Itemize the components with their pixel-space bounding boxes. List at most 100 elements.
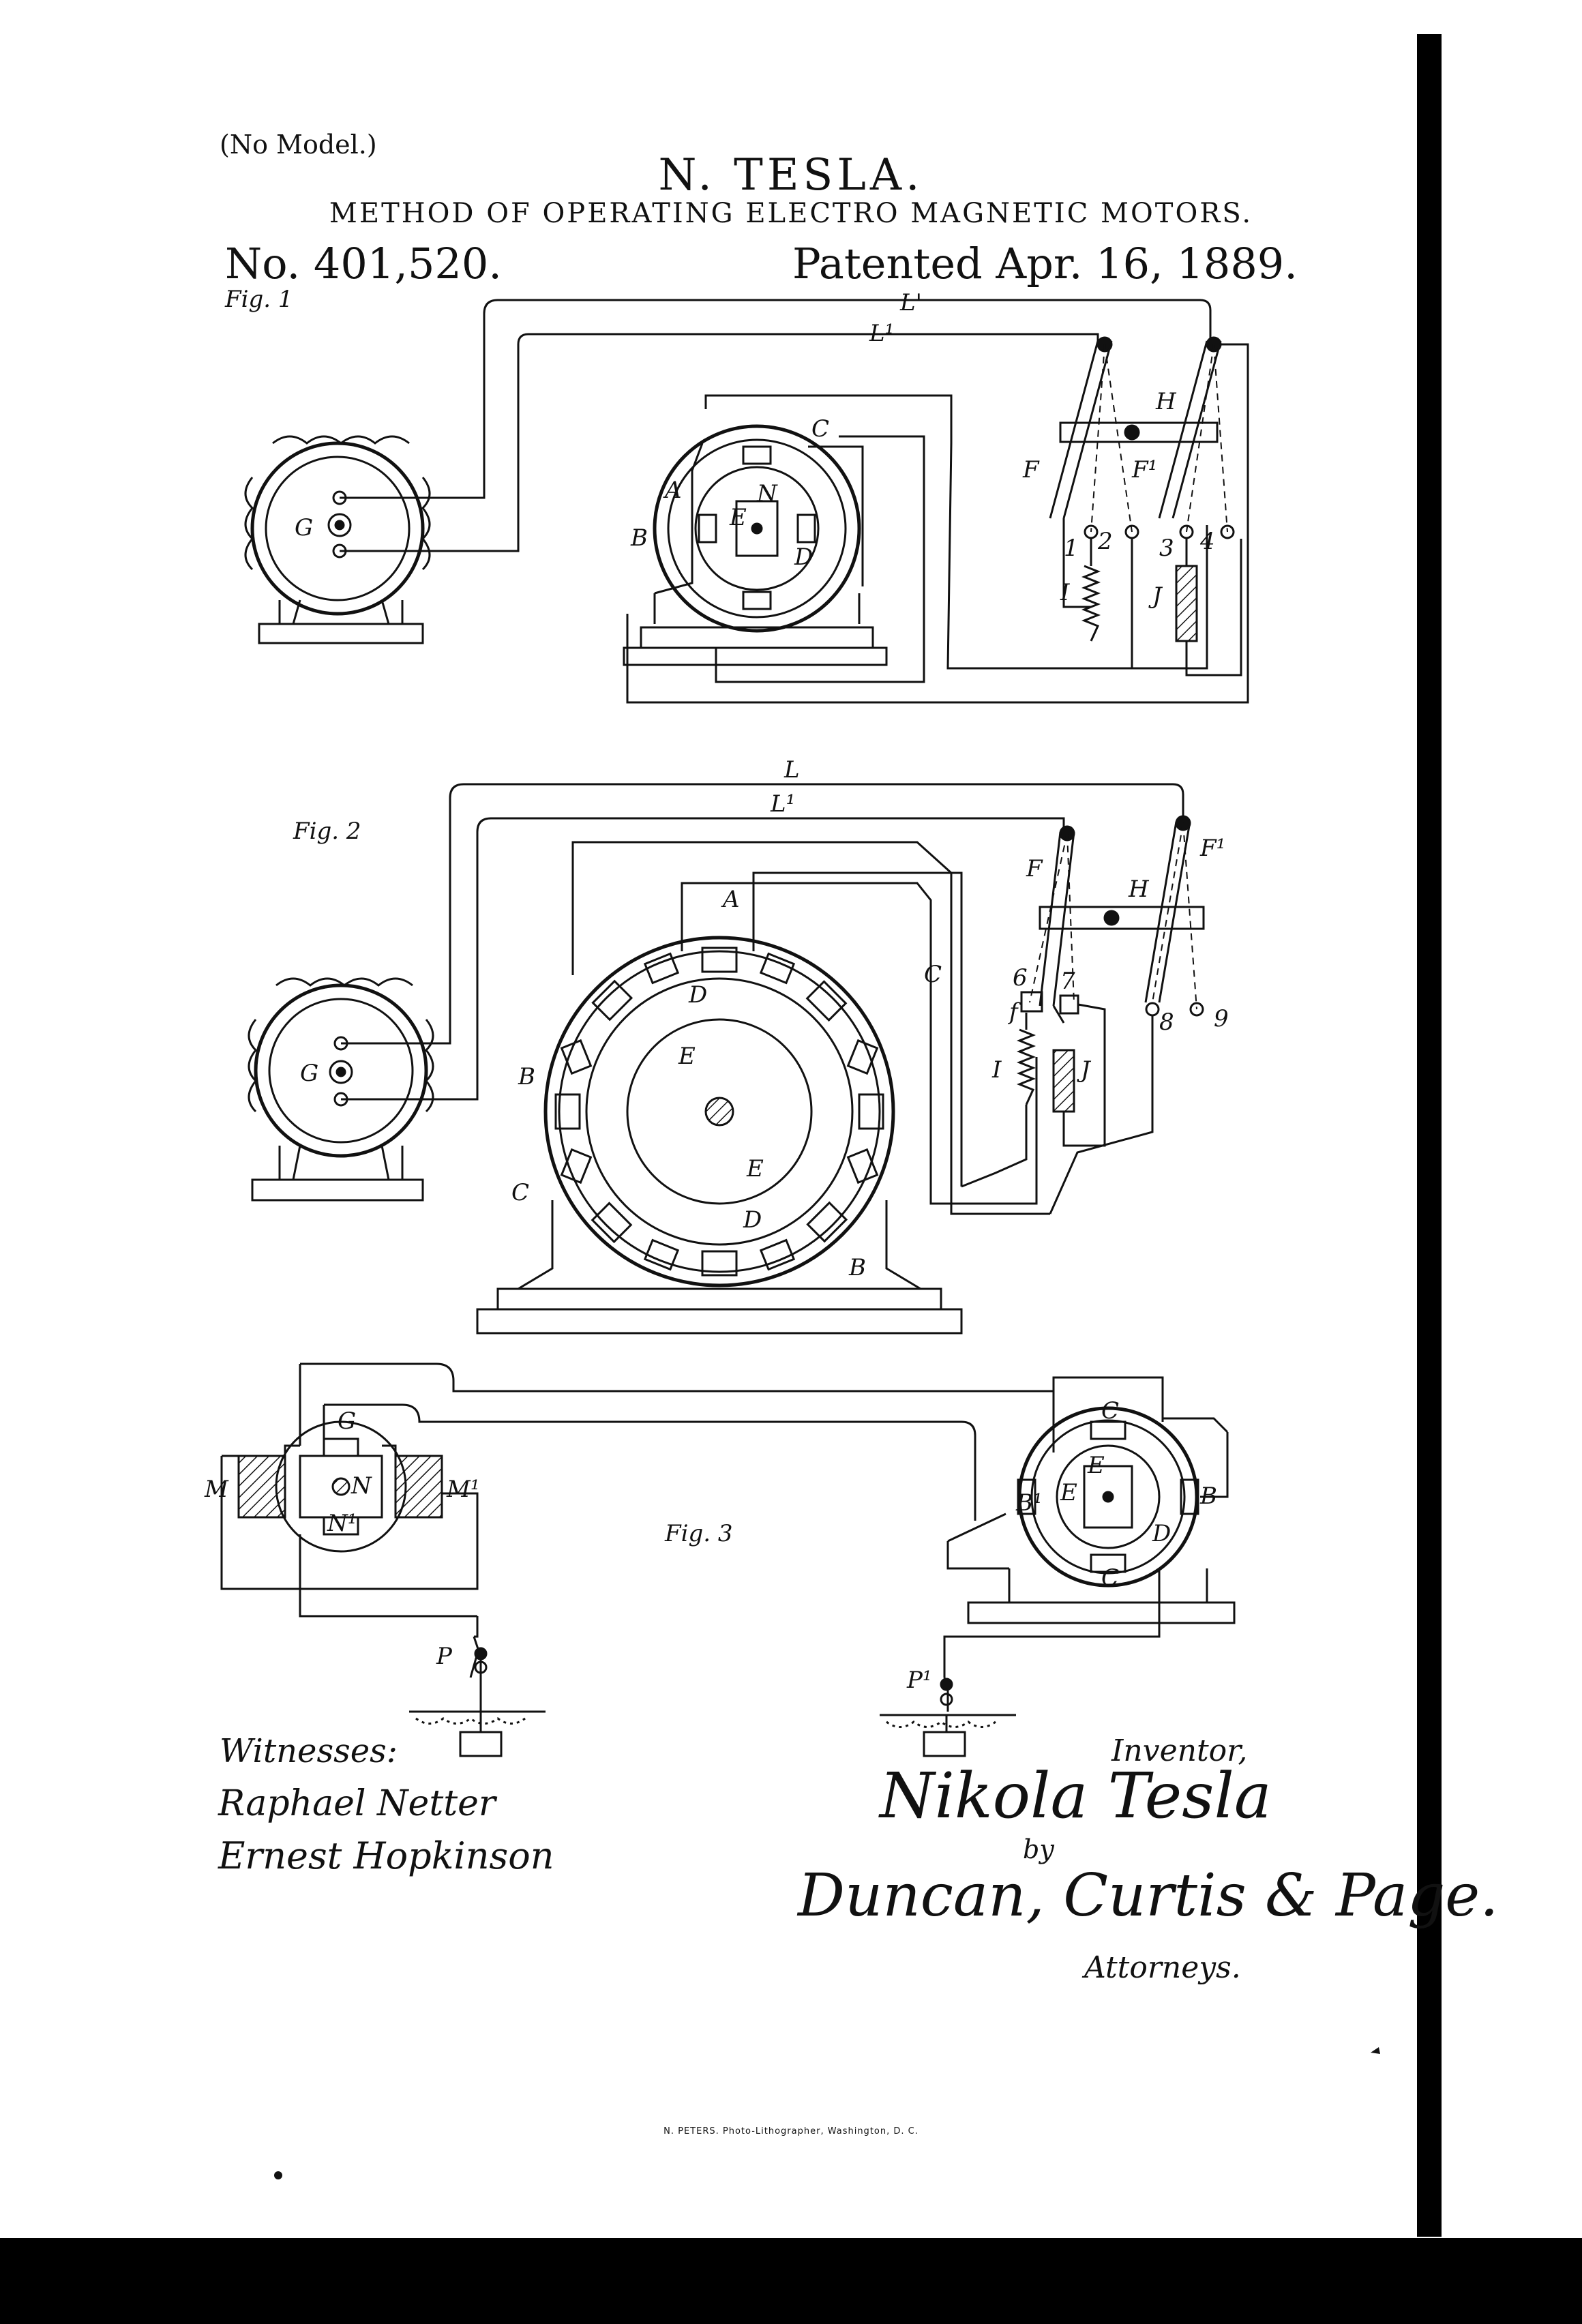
fig2-poles [554,947,884,1277]
fig3-letter-C-top: C [1101,1397,1119,1425]
by-label: by [1023,1834,1054,1864]
inventor-name: N. TESLA. [658,150,924,200]
fig1-letter-B: B [630,524,648,552]
fig2-motor [476,841,1050,1335]
fig1-letter-I: I [1060,579,1070,606]
fig3-ground-P1 [880,1677,1016,1757]
inventor-label: Inventor, [1111,1733,1248,1768]
model-note: (No Model.) [220,130,377,160]
figure-3 [220,1362,1236,1757]
right-border [1417,34,1442,2237]
fig3-letter-M1: M¹ [446,1476,479,1503]
fig2-generator [248,977,434,1202]
fig1-letter-F: F [1022,456,1040,483]
fig2-letter-H: H [1128,876,1150,903]
fig2-letter-D-bot: D [743,1206,762,1234]
attorneys-signature: Duncan, Curtis & Page. [798,1862,1499,1930]
witness-signature-1: Raphael Netter [218,1783,496,1824]
fig3-label: Fig. 3 [664,1520,732,1547]
fig2-num-7: 7 [1060,968,1075,995]
fig2-letter-G: G [300,1060,318,1087]
fig1-line-L1 [340,333,1099,552]
fig1-letter-A: A [663,477,682,504]
fig2-letter-D-top: D [688,981,707,1009]
witnesses-label: Witnesses: [220,1732,398,1770]
fig3-letter-N1: N¹ [327,1510,357,1537]
figure-2 [248,783,1205,1335]
fig1-letter-N: N [756,480,778,507]
fig3-ground-P [409,1636,546,1757]
fig2-num-9: 9 [1214,1005,1229,1032]
fig2-letter-B-bot: B [848,1254,866,1281]
patent-title: METHOD OF OPERATING ELECTRO MAGNETIC MOT… [329,198,1253,229]
fig2-line-L1 [341,817,1065,1101]
figure-1 [244,299,1249,704]
fig1-letter-L1: L¹ [869,320,894,347]
fig2-letter-F: F [1026,855,1043,882]
fig1-num-2: 2 [1097,528,1113,555]
fig1-letter-F1: F¹ [1131,456,1157,483]
fig2-letter-C-bot: C [511,1179,529,1206]
fig3-line-lower [324,1403,976,1521]
witness-signature-2: Ernest Hopkinson [218,1834,554,1877]
fig3-generator [220,1364,479,1638]
fig2-letter-E-top: E [678,1043,696,1070]
fig1-generator [244,435,431,644]
fig3-letter-E-left: E [1060,1479,1077,1506]
fig3-letter-C-bot: C [1101,1564,1119,1592]
fig3-letter-D: D [1152,1520,1171,1547]
fig3-letter-B1: B¹ [1015,1489,1043,1517]
attorneys-label: Attorneys. [1084,1950,1241,1985]
fig2-letter-f: f [1007,998,1021,1026]
fig1-line-L [340,299,1212,499]
fig1-num-4: 4 [1199,528,1215,555]
fig2-letters: Fig. 2 L L¹ F F¹ H A C D E E D B B C G 6… [293,756,1229,1281]
fig2-letter-J: J [1077,1056,1092,1084]
fig2-letter-F1: F¹ [1199,835,1225,862]
fig2-num-8: 8 [1159,1009,1174,1036]
fig1-letter-H: H [1155,388,1177,415]
fig2-switch [961,815,1205,1215]
fig3-motor [943,1376,1236,1678]
fig2-letter-L: L [783,756,800,784]
fig2-letter-L1: L¹ [770,790,795,818]
fig2-label: Fig. 2 [293,818,361,845]
fig3-letter-B: B [1199,1483,1217,1510]
fig3-letter-E-top: E [1087,1452,1105,1479]
mark-dot-1 [274,2171,282,2179]
fig1-label: Fig. 1 [224,286,293,313]
fig3-line-upper [300,1362,1055,1452]
fig2-letter-E-bot: E [746,1155,764,1182]
fig1-letter-D: D [794,543,813,571]
fig2-letter-B-left: B [518,1063,535,1090]
bottom-band [0,2238,1582,2324]
fig3-letters: Fig. 3 G N N¹ M M¹ C C E E B¹ B D P P¹ [204,1397,1217,1694]
fig2-letter-I: I [991,1056,1002,1084]
mark-tick [1371,2047,1380,2054]
fig1-letters: Fig. 1 L' L¹ H F F¹ C A B E N D G 1 2 3 … [224,286,1215,610]
fig2-letter-C-top: C [924,961,942,988]
fig1-letter-E: E [729,504,747,531]
fig1-motor [623,394,1208,683]
inventor-signature: Nikola Tesla [880,1759,1272,1832]
patent-number: No. 401,520. [225,239,502,288]
patent-date: Patented Apr. 16, 1889. [792,239,1298,288]
fig1-num-1: 1 [1064,535,1079,562]
fig1-switch [626,336,1249,704]
fig3-letter-P: P [436,1643,453,1670]
fig1-letter-G: G [295,514,313,541]
fig1-letter-C: C [811,415,829,443]
printer-imprint: N. PETERS. Photo-Lithographer, Washingto… [663,2126,919,2136]
fig1-num-3: 3 [1159,535,1174,562]
fig3-letter-G: G [338,1407,356,1435]
fig1-letter-J: J [1148,582,1163,610]
fig2-letter-A: A [721,886,740,913]
fig2-line-L [341,783,1184,1045]
fig3-letter-P1: P¹ [906,1667,932,1694]
fig2-num-6: 6 [1013,964,1028,992]
fig3-letter-M: M [204,1476,229,1503]
fig3-letter-N: N [350,1472,372,1500]
fig1-letter-L: L' [899,289,922,316]
